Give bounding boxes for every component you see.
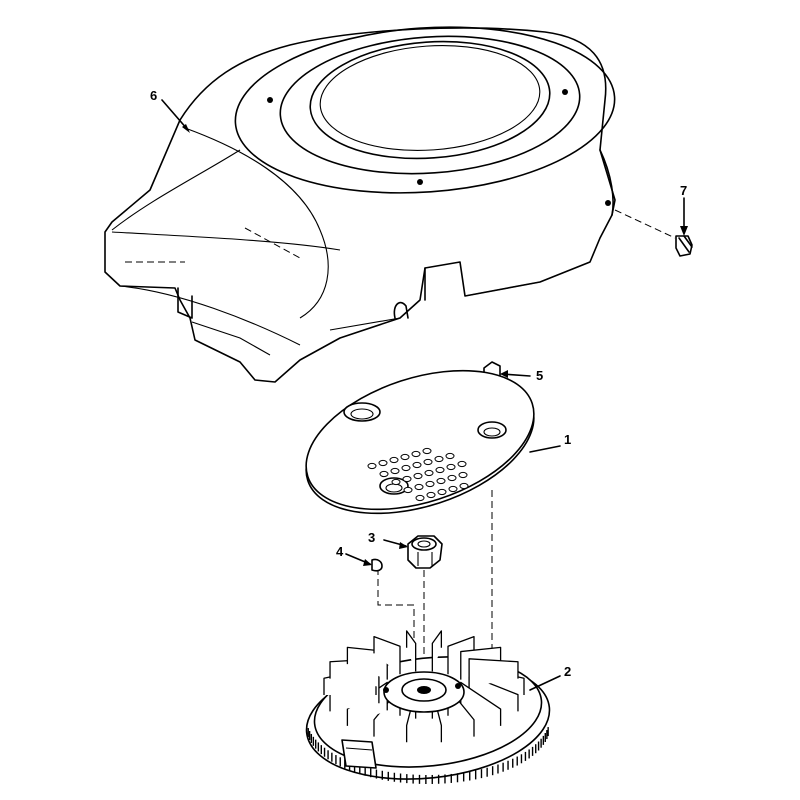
screen-hole [424, 469, 434, 477]
screen-hole [445, 452, 455, 460]
flywheel-key [371, 558, 383, 572]
screen-hole [402, 475, 412, 483]
housing-screw [614, 209, 693, 257]
screen-hole [389, 456, 399, 464]
blower-housing [104, 26, 616, 383]
screen-hole [412, 461, 422, 469]
screen-hole [401, 464, 411, 472]
screen-hole [411, 450, 421, 458]
screen-hole [422, 447, 432, 455]
screen-hole [400, 453, 410, 461]
rotating-screen [305, 369, 535, 515]
screen-hole [390, 467, 400, 475]
alignment-line-key [377, 568, 415, 660]
screen-hole [435, 466, 445, 474]
ring-gear-teeth [307, 727, 549, 784]
cooling-fin [405, 630, 417, 672]
screen-hole [378, 459, 388, 467]
screen-hole [379, 470, 389, 478]
screen-hole [458, 471, 468, 479]
screen-hole [413, 472, 423, 480]
screen-holes [367, 447, 469, 502]
screen-hole [403, 486, 413, 494]
screen-hole [446, 463, 456, 471]
screen-hole [447, 474, 457, 482]
screen-hole [425, 480, 435, 488]
callout-6: 6 [150, 88, 157, 103]
callout-4: 4 [336, 544, 344, 559]
callout-5: 5 [536, 368, 543, 383]
callout-2: 2 [564, 664, 571, 679]
flywheel [305, 630, 551, 784]
screen-hole [437, 488, 447, 496]
screen-hole [367, 462, 377, 470]
flywheel-nut [407, 535, 443, 569]
screen-hole [434, 455, 444, 463]
screen-hole [415, 494, 425, 502]
screen-hole [459, 482, 469, 490]
screen-hole [448, 485, 458, 493]
screen-hole [414, 483, 424, 491]
cooling-fin [373, 635, 401, 675]
screen-hole [423, 458, 433, 466]
cooling-fin [468, 658, 519, 687]
cooling-fin [431, 630, 443, 672]
leader-lines [161, 99, 688, 691]
screen-hole [457, 460, 467, 468]
screen-hole [436, 477, 446, 485]
callout-3: 3 [368, 530, 375, 545]
screen-hole [391, 478, 401, 486]
callout-1: 1 [564, 432, 571, 447]
callout-7: 7 [680, 183, 687, 198]
cooling-fins [323, 630, 525, 743]
screen-hole [426, 491, 436, 499]
